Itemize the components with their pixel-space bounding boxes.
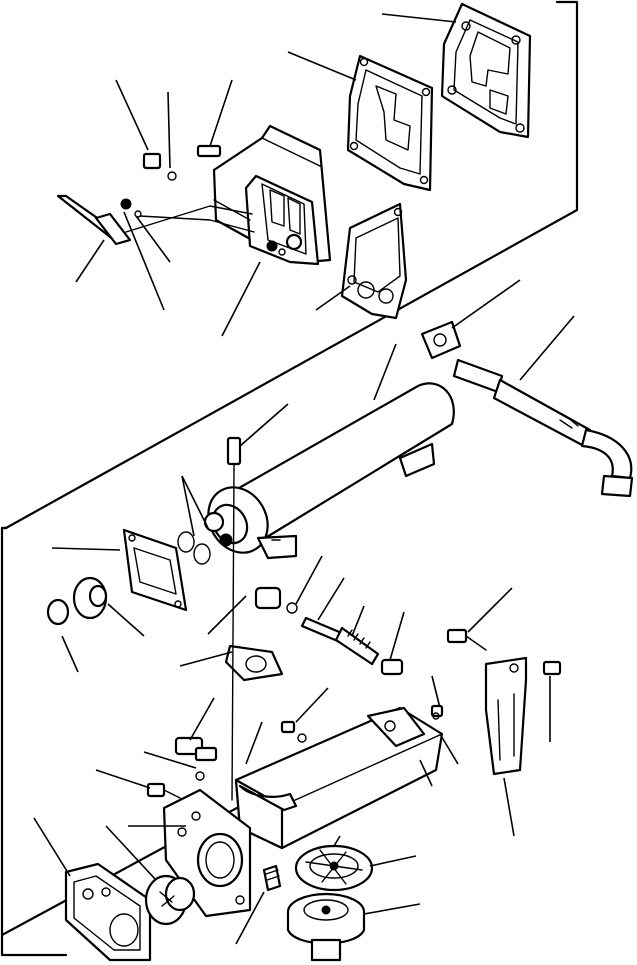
cylinder-bolt (226, 436, 242, 471)
lower-bolts (146, 704, 444, 892)
thermostat-cover (294, 844, 374, 892)
flange-plate-left (122, 528, 188, 612)
leader-lines-middle (51, 279, 575, 673)
water-pump-cover (286, 892, 366, 962)
cylinder-o-rings (177, 531, 211, 565)
right-bracket (446, 628, 562, 776)
leader-lines-upper (75, 13, 457, 337)
upper-housing-block (212, 124, 332, 266)
top-gasket-plate (440, 2, 532, 139)
leader-lines-lower-middle (179, 555, 513, 709)
thermostat-element (144, 874, 196, 926)
alignment-centerline (231, 469, 235, 801)
leader-lines-lower (33, 687, 515, 945)
hose-assembly (420, 320, 634, 498)
valve-spring-assembly (254, 586, 404, 676)
upper-fittings (56, 144, 255, 246)
lower-housing-block (234, 706, 444, 850)
third-gasket (340, 202, 408, 320)
lower-gasket (64, 862, 152, 962)
oil-cooler-cylinder (203, 382, 455, 560)
cylinder-gasket (224, 644, 284, 682)
second-gasket (346, 54, 434, 192)
washer-and-seal (46, 576, 108, 626)
